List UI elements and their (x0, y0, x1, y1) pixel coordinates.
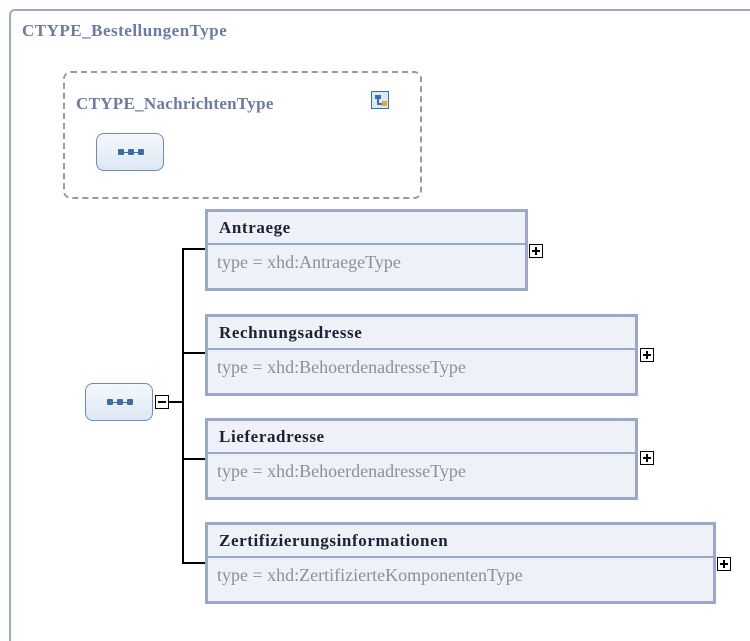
sequence-icon[interactable] (85, 383, 153, 421)
attribute-group-title: CTYPE_NachrichtenType (76, 94, 274, 113)
element-name: Antraege (208, 212, 525, 245)
complex-type-title: CTYPE_BestellungenType (22, 21, 228, 40)
element-zertifizierungsinformationen[interactable]: Zertifizierungsinformationen type = xhd:… (205, 522, 716, 604)
connector-branch (182, 248, 206, 250)
element-rechnungsadresse[interactable]: Rechnungsadresse type = xhd:Behoerdenadr… (205, 314, 638, 396)
attribute-group-box (63, 71, 422, 199)
element-type: type = xhd:BehoerdenadresseType (217, 357, 466, 377)
element-name: Rechnungsadresse (208, 317, 635, 350)
sequence-icon[interactable] (96, 133, 164, 171)
expand-icon[interactable] (717, 557, 731, 571)
element-name: Zertifizierungsinformationen (208, 525, 713, 558)
element-type: type = xhd:ZertifizierteKomponentenType (217, 565, 523, 585)
element-type: type = xhd:BehoerdenadresseType (217, 461, 466, 481)
element-antraege[interactable]: Antraege type = xhd:AntraegeType (205, 209, 528, 291)
expand-icon[interactable] (640, 348, 654, 362)
expand-icon[interactable] (529, 244, 543, 258)
connector-branch (182, 562, 206, 564)
connector-trunk (182, 248, 184, 564)
complex-type-box (9, 9, 750, 641)
element-type: type = xhd:AntraegeType (217, 252, 401, 272)
element-name: Lieferadresse (208, 421, 635, 454)
expand-icon[interactable] (640, 451, 654, 465)
element-lieferadresse[interactable]: Lieferadresse type = xhd:Behoerdenadress… (205, 418, 638, 500)
connector-branch (182, 458, 206, 460)
connector-branch (182, 352, 206, 354)
collapse-icon[interactable] (155, 395, 169, 409)
connector-line (169, 401, 183, 403)
complex-type-icon[interactable] (371, 91, 389, 109)
